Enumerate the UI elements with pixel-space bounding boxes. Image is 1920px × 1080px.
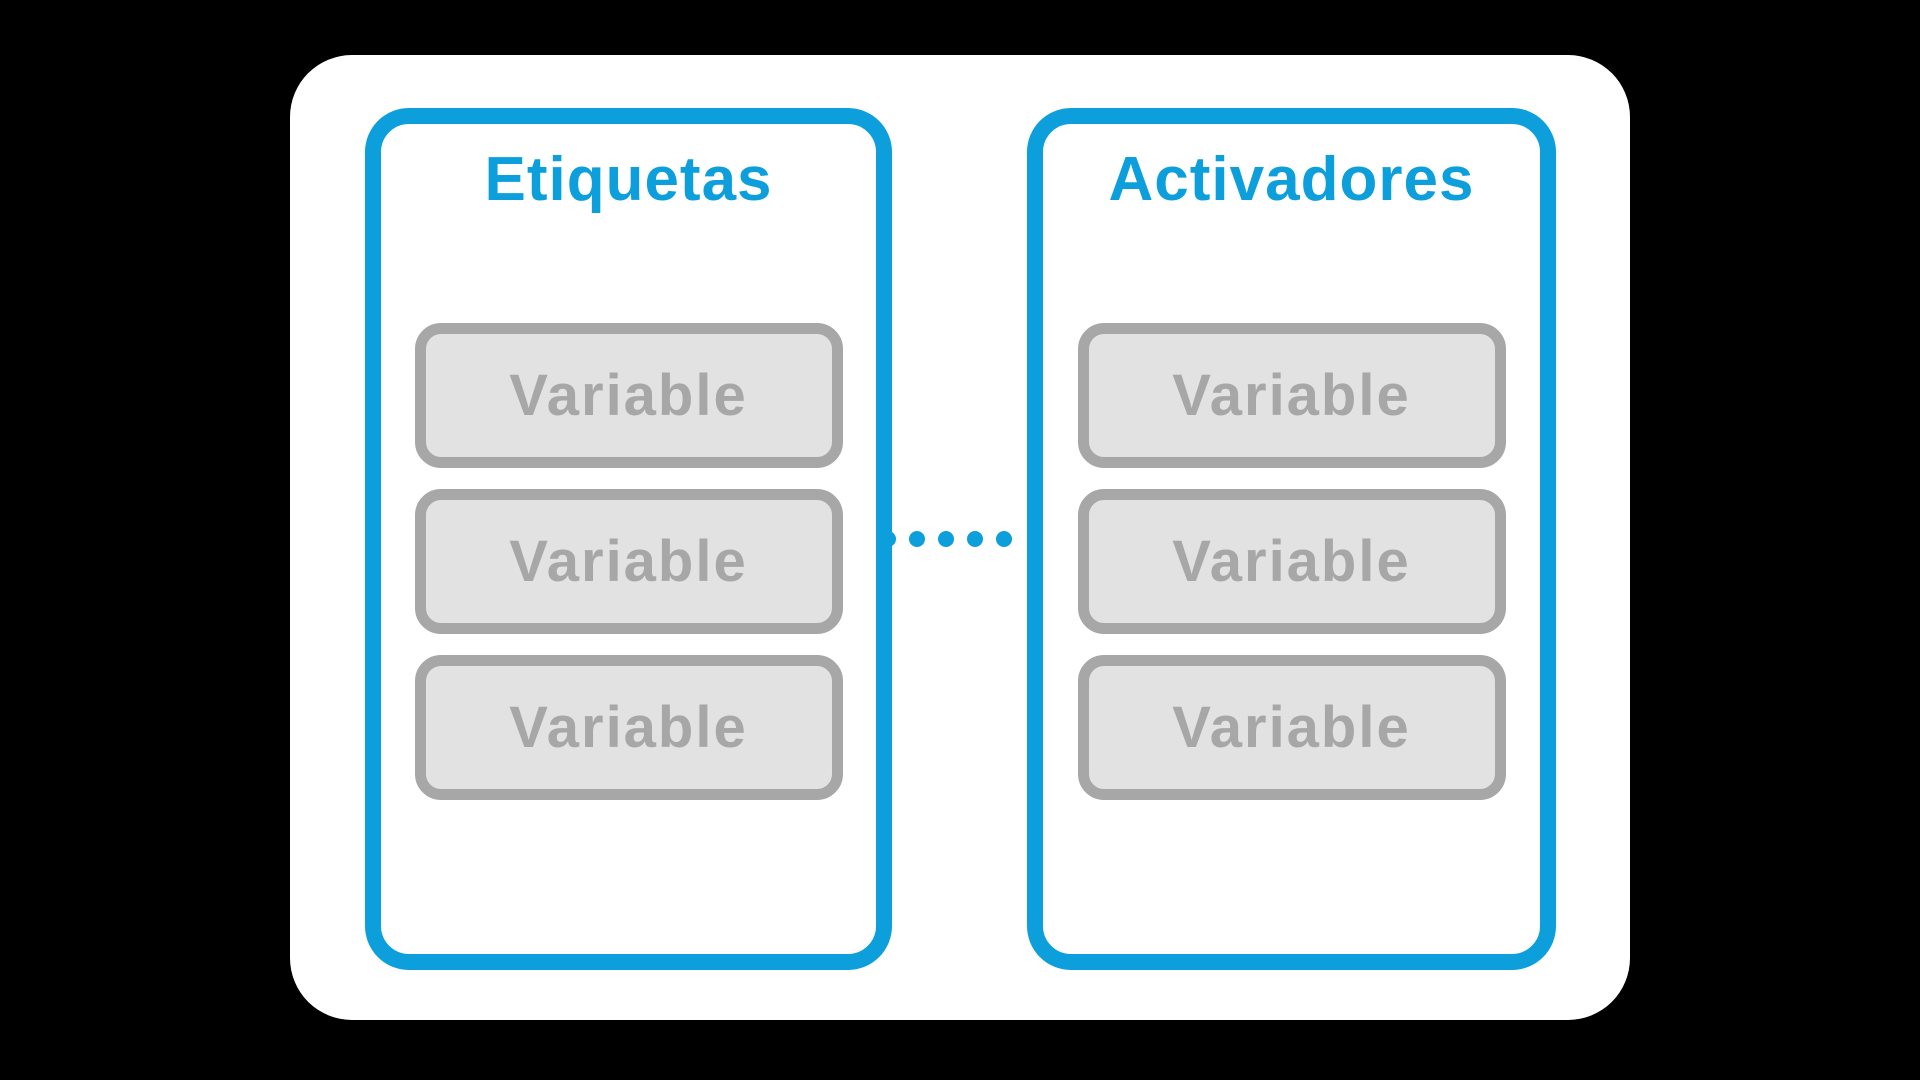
variable-box: Variable [414, 489, 843, 634]
variable-box: Variable [414, 655, 843, 800]
connector-dot [996, 531, 1012, 547]
dotted-connector [880, 531, 1012, 547]
connector-dot [909, 531, 925, 547]
panel-etiquetas-title: Etiquetas [484, 145, 773, 214]
variable-box: Variable [1077, 489, 1506, 634]
variable-box-label: Variable [509, 363, 748, 428]
panel-etiquetas: Etiquetas Variable Variable Variable [365, 108, 892, 970]
panel-activadores: Activadores Variable Variable Variable [1027, 108, 1556, 970]
variable-box: Variable [1077, 323, 1506, 468]
variable-box-label: Variable [509, 695, 748, 760]
variable-box-label: Variable [509, 529, 748, 594]
etiquetas-box-stack: Variable Variable Variable [381, 323, 876, 800]
connector-dot [967, 531, 983, 547]
connector-dot [938, 531, 954, 547]
variable-box-label: Variable [1172, 363, 1411, 428]
activadores-box-stack: Variable Variable Variable [1043, 323, 1540, 800]
variable-box-label: Variable [1172, 695, 1411, 760]
connector-dot [880, 531, 896, 547]
variable-box: Variable [414, 323, 843, 468]
panel-activadores-title: Activadores [1108, 145, 1475, 214]
variable-box-label: Variable [1172, 529, 1411, 594]
variable-box: Variable [1077, 655, 1506, 800]
